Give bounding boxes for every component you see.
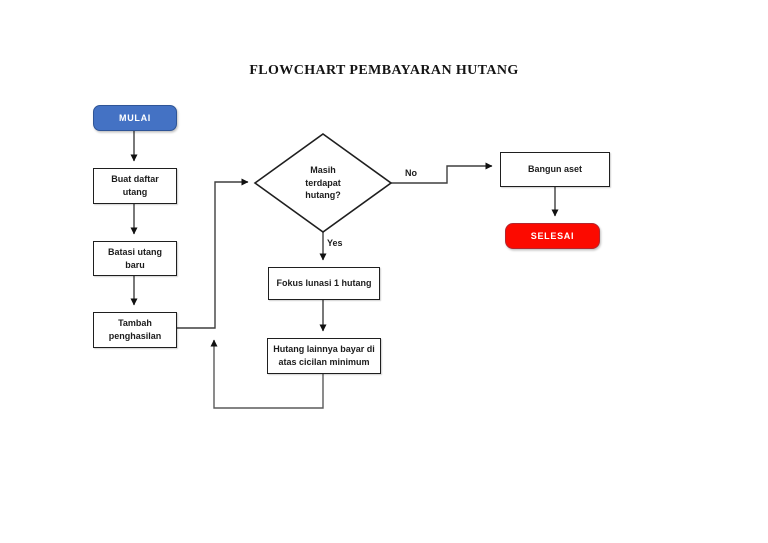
edge-tambah-penghasilan-to-decision (177, 178, 249, 329)
process-node-batasi-utang-label: Batasi utang baru (107, 246, 162, 270)
page-title: FLOWCHART PEMBAYARAN HUTANG (249, 63, 519, 78)
process-node-batasi-utang: Batasi utang baru (93, 241, 177, 276)
end-node: SELESAI (505, 223, 600, 249)
end-node-label: SELESAI (530, 230, 575, 241)
start-node: MULAI (93, 105, 177, 131)
edge-label-yes: Yes (327, 238, 343, 248)
process-node-hutang-lainnya-label: Hutang lainnya bayar di atas cicilan min… (273, 344, 375, 367)
process-node-hutang-lainnya: Hutang lainnya bayar di atas cicilan min… (267, 338, 381, 374)
process-node-buat-daftar-label: Buat daftar utang (111, 174, 159, 197)
process-node-buat-daftar: Buat daftar utang (93, 168, 177, 204)
decision-node-label-box: Masih terdapat hutang? (288, 156, 358, 210)
edge-label-no: No (405, 168, 417, 178)
process-node-bangun-aset: Bangun aset (500, 152, 610, 187)
edge-hutang-lainnya-loop-back (210, 339, 324, 409)
edge-decision-to-bangun-aset (391, 162, 493, 184)
decision-diamond-shape (253, 133, 393, 233)
process-node-fokus-lunasi: Fokus lunasi 1 hutang (268, 267, 380, 300)
process-node-bangun-aset-label: Bangun aset (527, 164, 582, 175)
decision-node-label: Masih terdapat hutang? (305, 165, 341, 201)
process-node-tambah-penghasilan: Tambah penghasilan (93, 312, 177, 348)
process-node-tambah-penghasilan-label: Tambah penghasilan (108, 318, 162, 341)
start-node-label: MULAI (119, 112, 151, 123)
process-node-fokus-lunasi-label: Fokus lunasi 1 hutang (276, 278, 372, 289)
